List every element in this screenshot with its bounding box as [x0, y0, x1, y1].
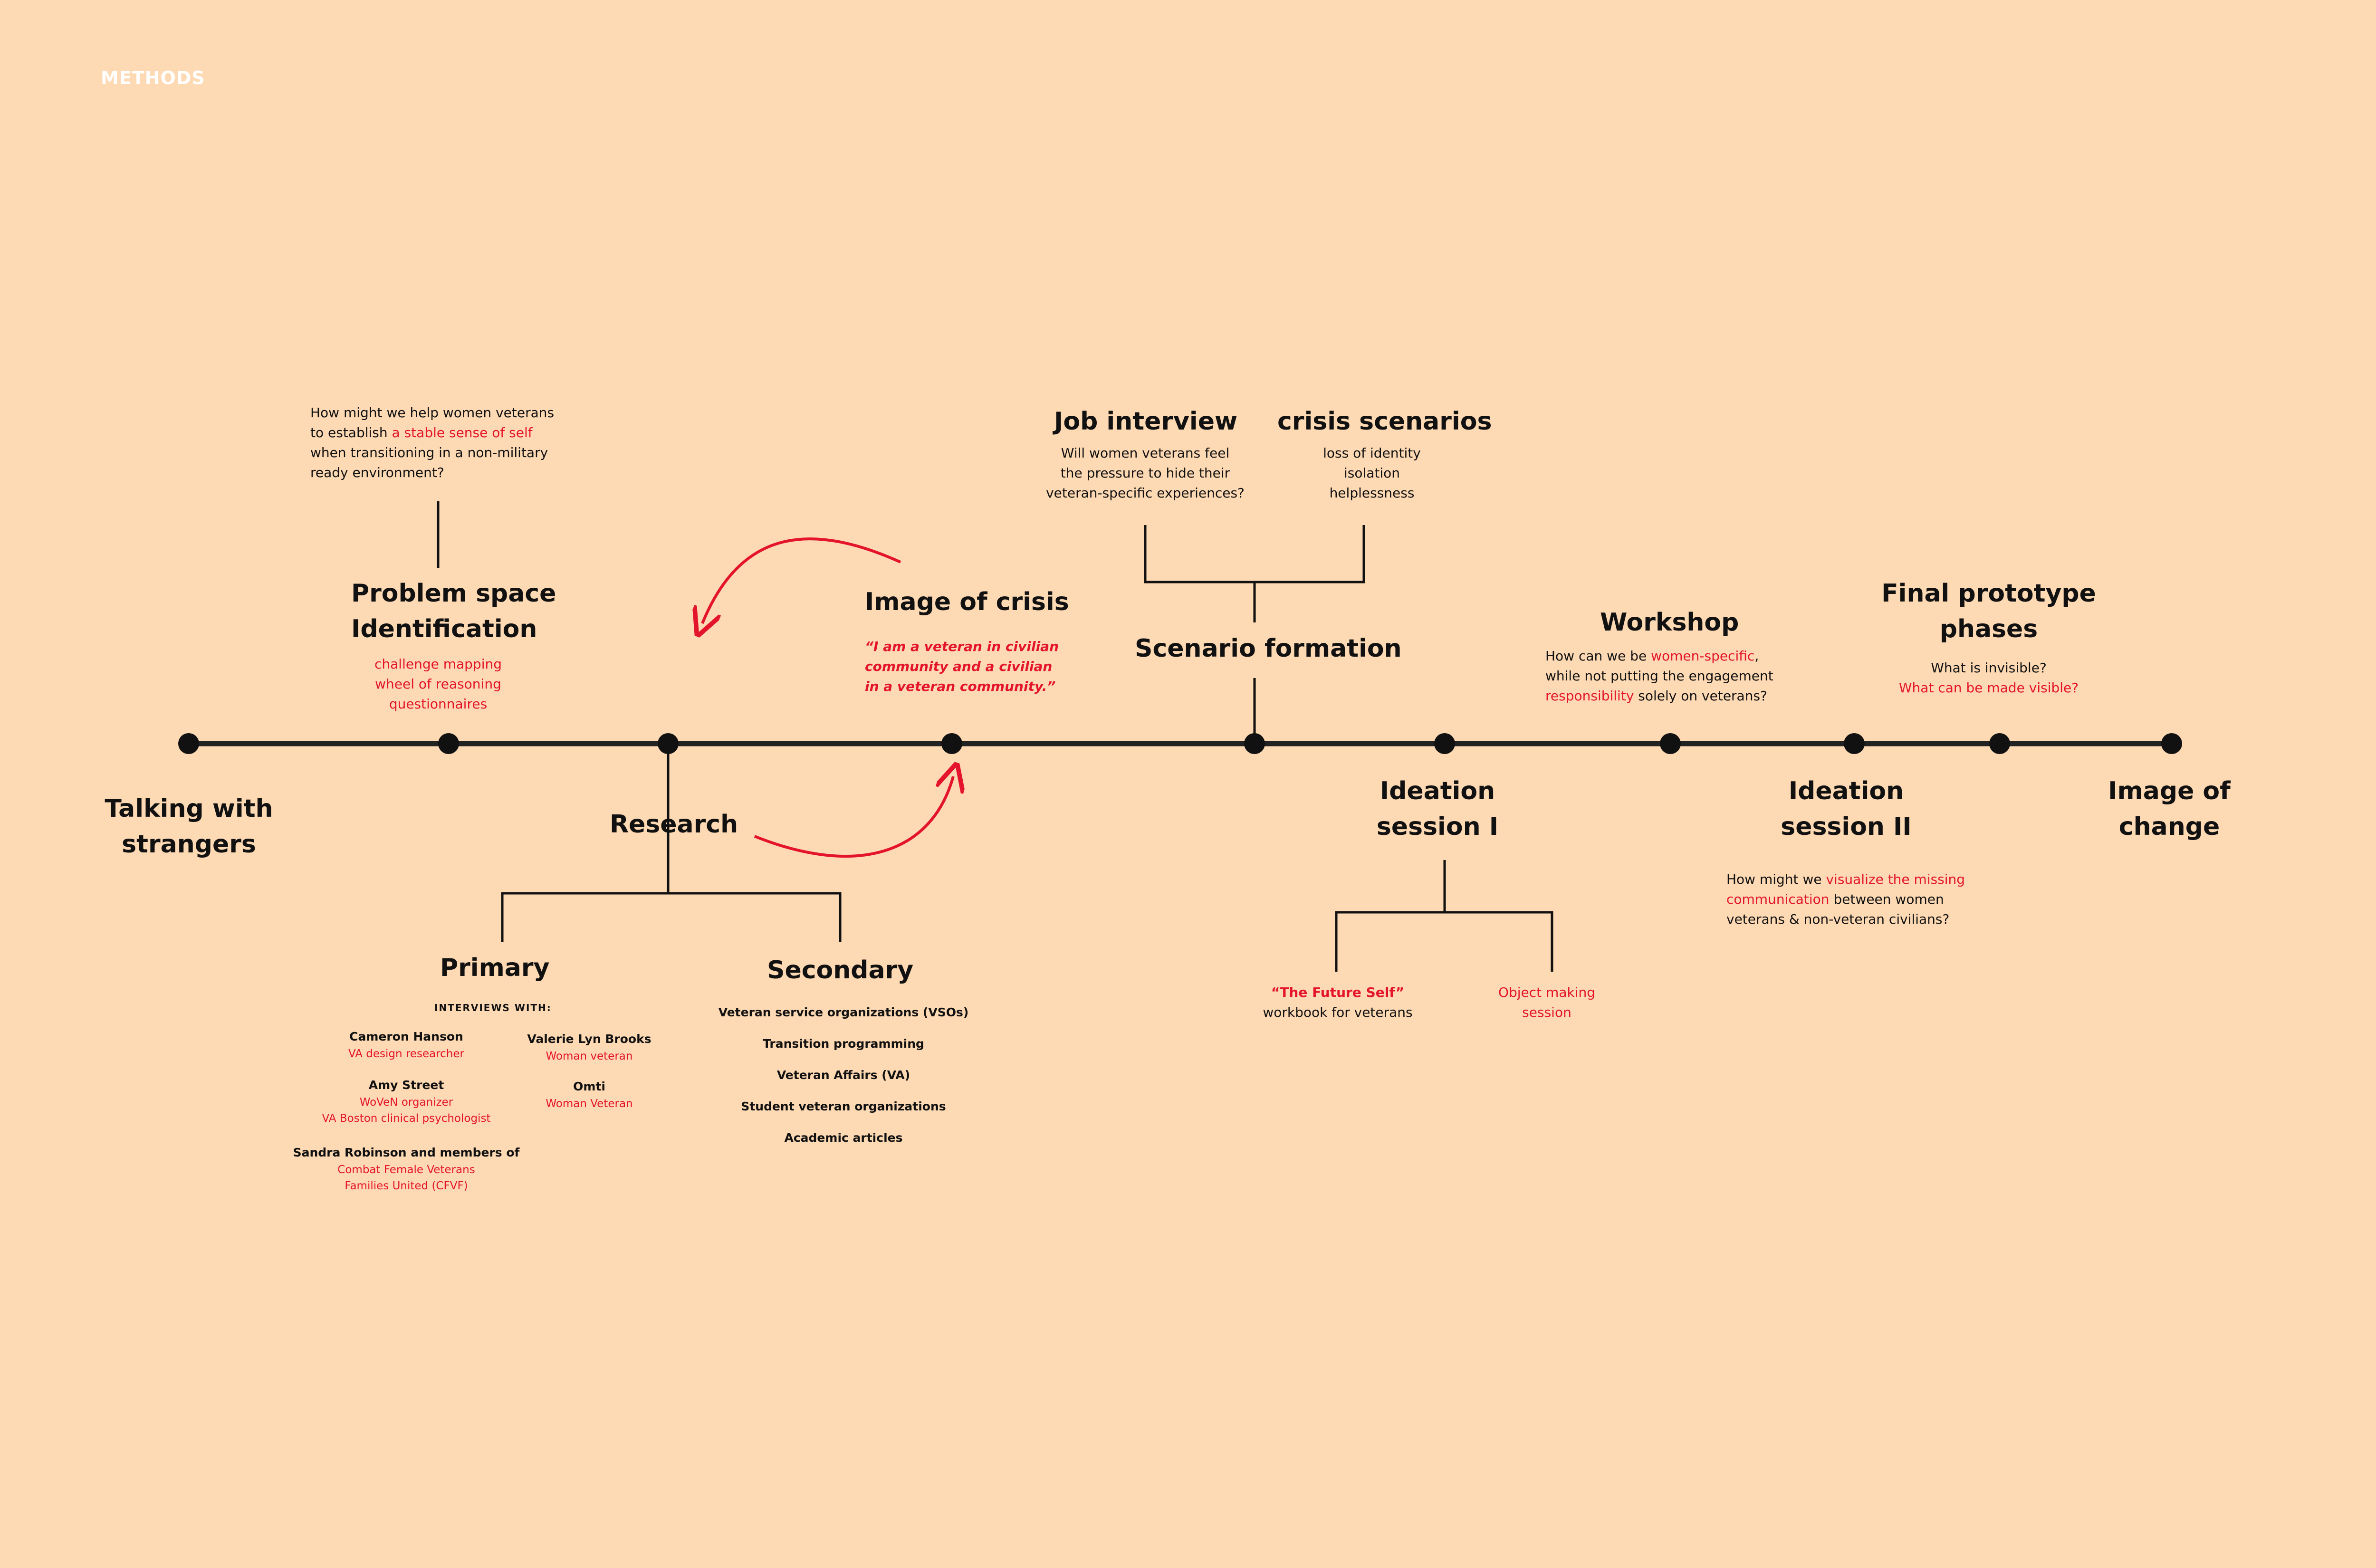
final-prototype-questions: What is invisible? What can be made visi… — [1898, 660, 2079, 696]
object-making-session: Object making session — [1498, 985, 1596, 1020]
scenario-tree-connector — [1144, 525, 1365, 744]
cycle-arrow-bottom — [754, 776, 953, 858]
final-prototype-title: Final prototype phases — [1881, 579, 2096, 644]
timeline-node-final — [1989, 733, 2010, 754]
person-omti: Omti Woman Veteran — [546, 1080, 633, 1110]
timeline-node-talking — [178, 733, 199, 754]
ideation-1-tree-connector — [1335, 860, 1553, 972]
workshop-title: Workshop — [1600, 608, 1739, 637]
primary-title: Primary — [440, 954, 550, 982]
job-interview-title: Job interview — [1054, 407, 1238, 436]
crisis-scenarios-text: loss of identity isolation helplessness — [1323, 445, 1421, 501]
person-amy: Amy Street WoVeN organizer VA Boston cli… — [322, 1078, 491, 1125]
job-interview-text: Will women veterans feel the pressure to… — [1046, 445, 1245, 501]
person-sandra: Sandra Robinson and members of Combat Fe… — [293, 1146, 520, 1192]
workshop-question: How can we be women-specific, while not … — [1545, 648, 1773, 704]
person-cameron: Cameron Hanson VA design researcher — [348, 1030, 465, 1060]
problem-methods: challenge mapping wheel of reasoning que… — [374, 656, 502, 712]
timeline-node-crisis — [941, 733, 962, 754]
crisis-title: Image of crisis — [865, 588, 1069, 616]
change-title: Image of change — [2108, 777, 2231, 841]
secondary-item: Academic articles — [784, 1131, 903, 1145]
crisis-scenarios-title: crisis scenarios — [1277, 407, 1492, 436]
secondary-title: Secondary — [767, 956, 914, 985]
future-self-workbook: “The Future Self” workbook for veterans — [1263, 985, 1413, 1020]
timeline-node-change — [2161, 733, 2182, 754]
secondary-item: Transition programming — [763, 1037, 924, 1051]
research-title: Research — [610, 810, 738, 839]
secondary-item: Student veteran organizations — [741, 1100, 946, 1113]
primary-subtitle: INTERVIEWS WITH: — [434, 1002, 552, 1013]
problem-title: Problem space Identification — [351, 579, 556, 644]
scenario-formation-title: Scenario formation — [1135, 634, 1402, 663]
cycle-arrow-top — [702, 537, 901, 623]
ideation-2-question: How might we visualize the missing commu… — [1726, 871, 1965, 927]
section-header: METHODS — [101, 67, 205, 88]
ideation-1-title: Ideation session I — [1376, 777, 1499, 841]
secondary-item: Veteran service organizations (VSOs) — [718, 1005, 969, 1019]
timeline-node-ideation-2 — [1844, 733, 1865, 754]
timeline-node-ideation-1 — [1434, 733, 1455, 754]
timeline-node-workshop — [1660, 733, 1681, 754]
talking-title: Talking with strangers — [105, 794, 273, 859]
crisis-quote: “I am a veteran in civilian community an… — [865, 639, 1059, 694]
secondary-item: Veteran Affairs (VA) — [776, 1068, 910, 1082]
problem-question: How might we help women veterans to esta… — [310, 405, 555, 480]
timeline-node-problem — [438, 733, 459, 754]
person-valerie: Valerie Lyn Brooks Woman veteran — [527, 1032, 651, 1062]
research-tree-connector — [501, 744, 842, 942]
ideation-2-title: Ideation session II — [1781, 777, 1912, 841]
